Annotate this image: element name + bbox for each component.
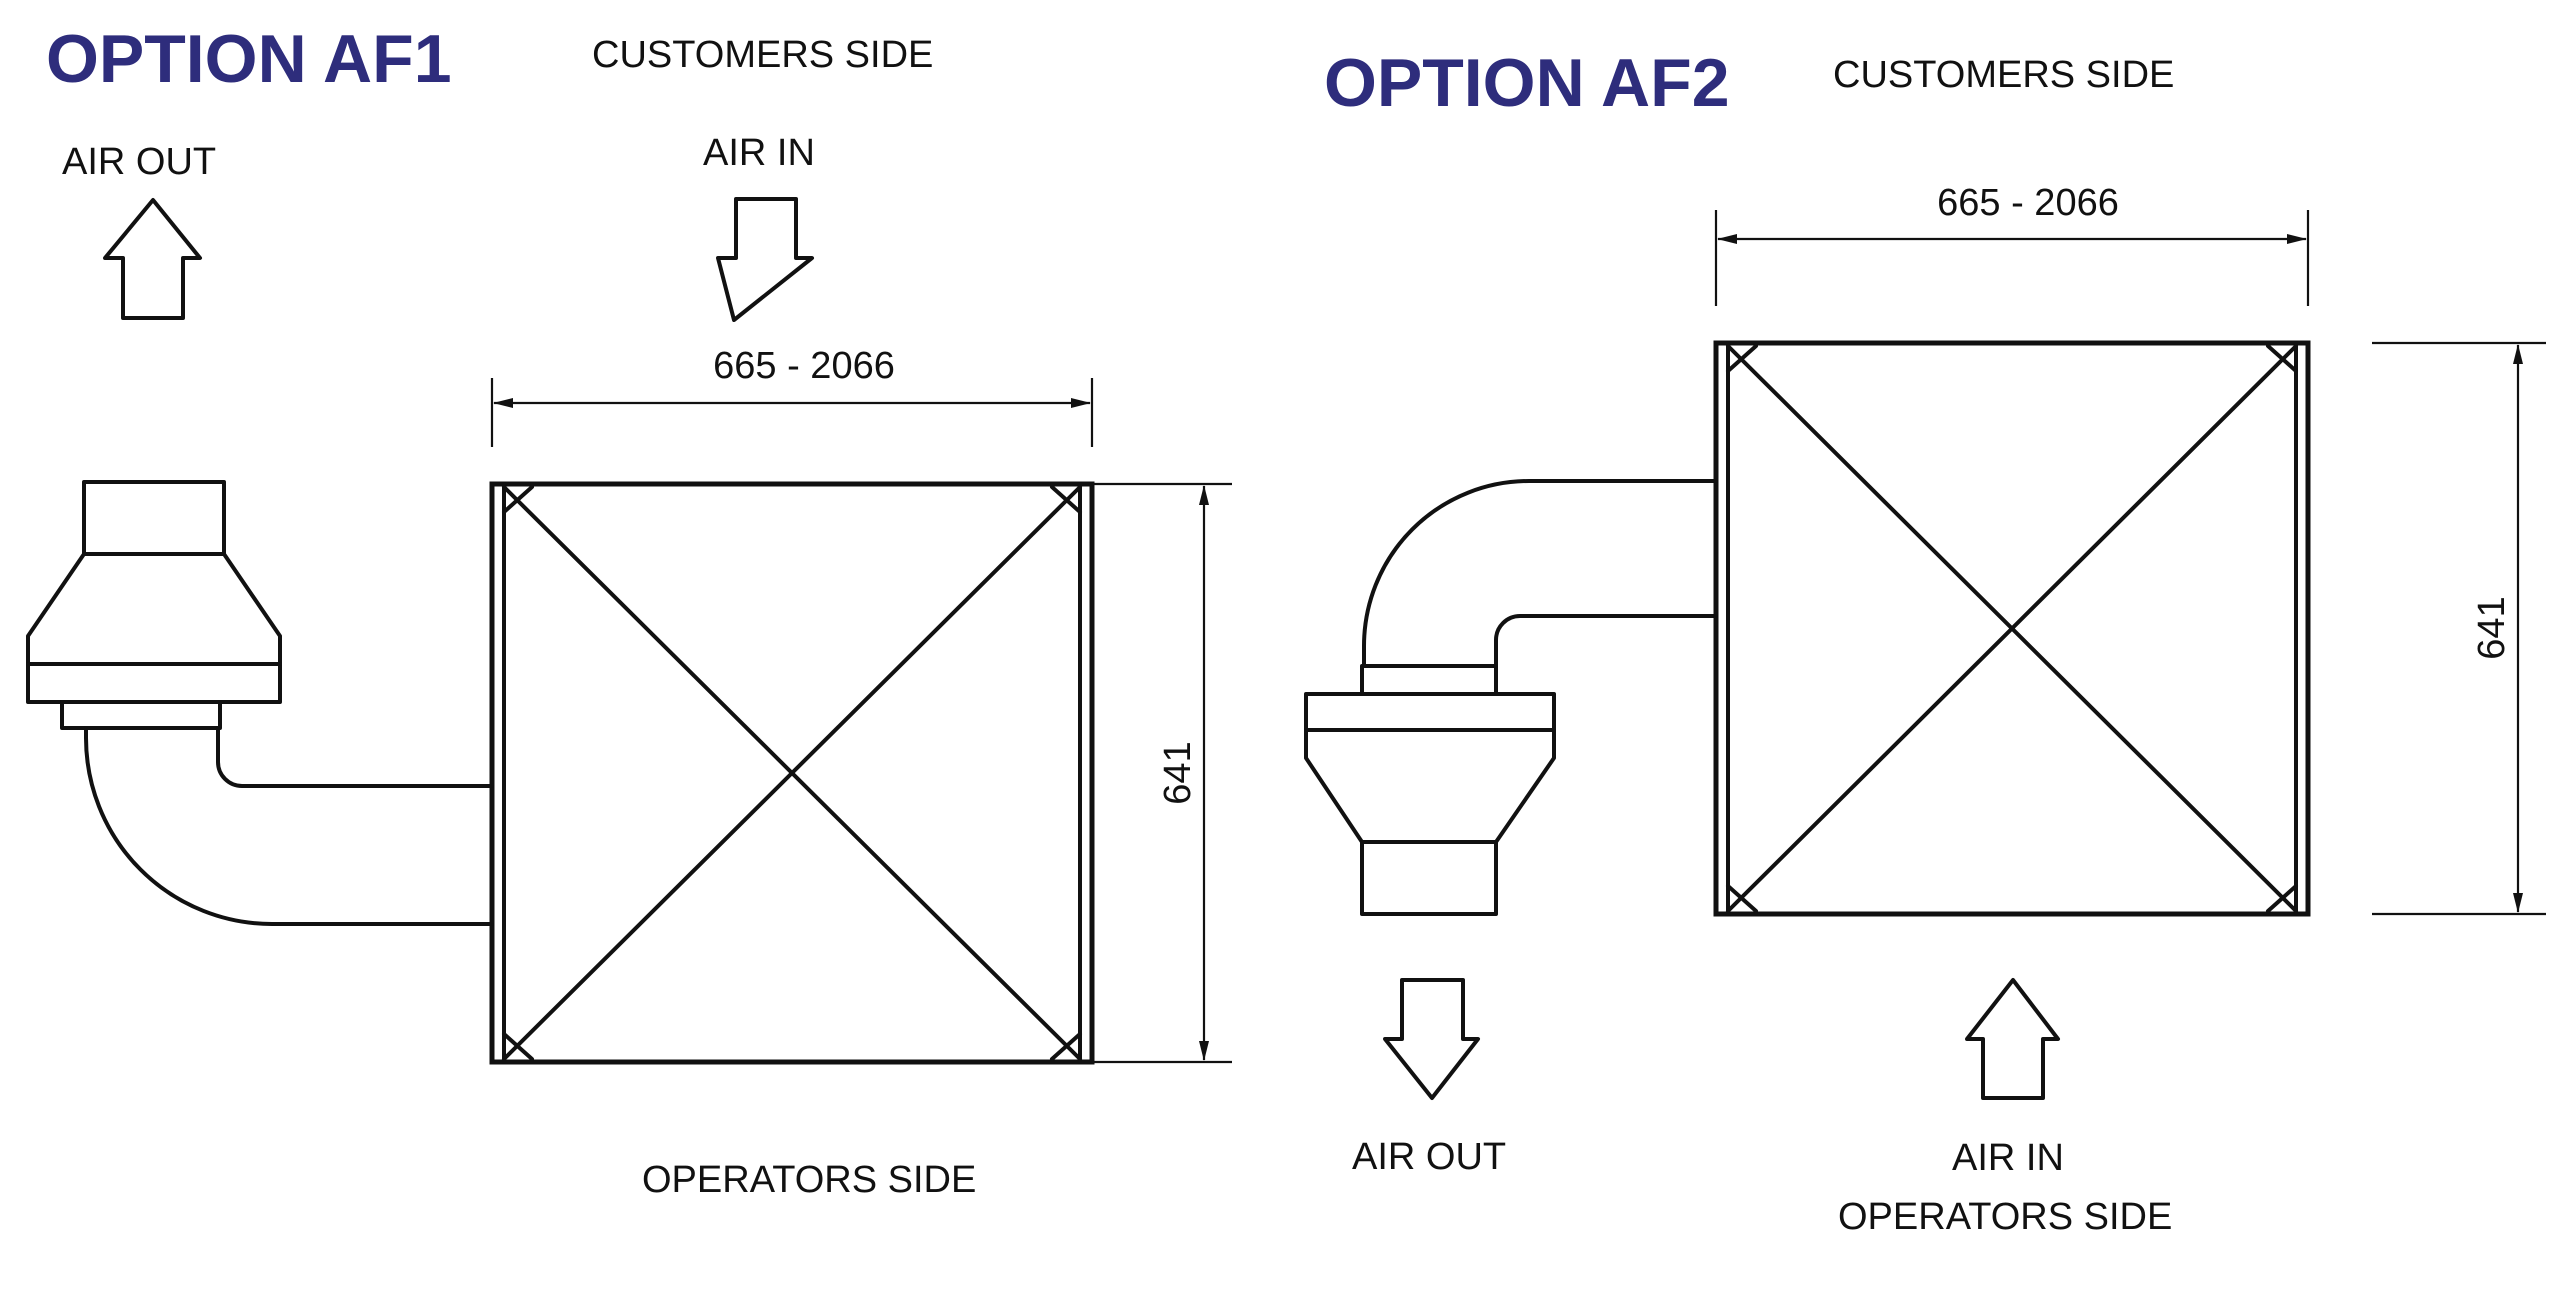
af1-air-out-label: AIR OUT	[62, 141, 216, 183]
af1-air-in-label: AIR IN	[703, 132, 815, 174]
option-af1-title: OPTION AF1	[46, 21, 452, 97]
af2-duct	[1362, 479, 1718, 668]
af1-air-in-arrow-icon	[716, 197, 814, 322]
option-af1: OPTION AF1 CUSTOMERS SIDE AIR OUT AIR IN…	[26, 21, 1232, 1201]
af2-fan-unit	[1304, 664, 1556, 916]
af1-filter-box	[489, 481, 1095, 1065]
af1-height-value: 641	[1157, 741, 1199, 804]
af2-width-value: 665 - 2066	[1937, 182, 2119, 224]
af2-air-out-arrow-icon	[1383, 978, 1480, 1100]
af2-height-value: 641	[2471, 596, 2513, 659]
af1-height-dimension: 641	[1092, 482, 1232, 1064]
af1-duct	[84, 726, 494, 926]
af2-width-dimension: 665 - 2066	[1714, 182, 2310, 306]
option-af2: OPTION AF2 CUSTOMERS SIDE AIR OUT AIR IN…	[1304, 45, 2546, 1238]
af2-height-dimension: 641	[2372, 341, 2546, 916]
af2-air-out-label: AIR OUT	[1352, 1136, 1506, 1178]
af2-customers-side-label: CUSTOMERS SIDE	[1833, 54, 2174, 96]
af2-filter-box	[1713, 340, 2311, 917]
af1-width-dimension: 665 - 2066	[490, 345, 1094, 447]
af2-air-in-label: AIR IN	[1952, 1137, 2064, 1179]
af1-operators-side-label: OPERATORS SIDE	[642, 1159, 976, 1201]
af2-air-in-arrow-icon	[1965, 978, 2060, 1100]
af2-operators-side-label: OPERATORS SIDE	[1838, 1196, 2172, 1238]
af1-fan-unit	[26, 480, 282, 730]
af1-width-value: 665 - 2066	[713, 345, 895, 387]
option-af2-title: OPTION AF2	[1324, 45, 1730, 121]
af1-air-out-arrow-icon	[103, 198, 202, 320]
af1-customers-side-label: CUSTOMERS SIDE	[592, 34, 933, 76]
